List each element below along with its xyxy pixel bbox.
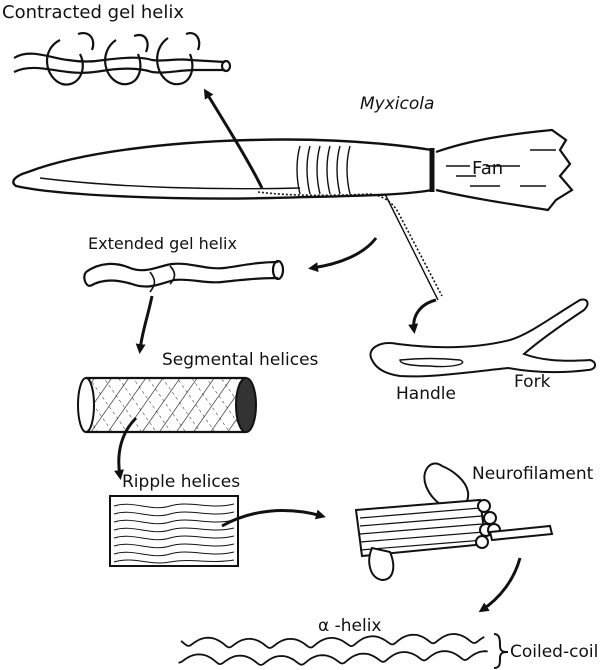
arrow-to-extended-helix xyxy=(312,238,376,268)
label-segmental-helices: Segmental helices xyxy=(162,352,318,369)
arrow-to-alpha-helix xyxy=(482,558,520,610)
myxicola-worm-body xyxy=(13,139,442,300)
label-extended-gel-helix: Extended gel helix xyxy=(88,236,237,252)
segmental-helices-cylinder xyxy=(78,378,256,432)
handle-fork-drawing xyxy=(370,300,595,377)
label-ripple-helices: Ripple helices xyxy=(122,474,240,491)
coiled-coil-brace xyxy=(494,634,508,668)
label-myxicola: Myxicola xyxy=(360,96,434,113)
label-handle: Handle xyxy=(396,386,456,403)
label-coiled-coil: Coiled-coil xyxy=(510,644,598,661)
label-fan: Fan xyxy=(472,160,503,178)
alpha-helix-strand xyxy=(179,651,488,665)
label-contracted-gel-helix: Contracted gel helix xyxy=(2,4,184,22)
label-fork: Fork xyxy=(514,374,550,391)
label-neurofilament: Neurofilament xyxy=(472,466,593,483)
arrow-to-handle-fork xyxy=(414,300,436,330)
ripple-helices-block xyxy=(110,496,238,566)
contracted-gel-helix xyxy=(14,33,230,84)
arrow-to-segmental-helices xyxy=(140,296,152,350)
fan xyxy=(436,130,572,210)
coiled-coil-drawing xyxy=(179,634,488,665)
extended-gel-helix xyxy=(84,261,283,292)
label-alpha-helix: α -helix xyxy=(318,618,381,635)
alpha-helix-strand xyxy=(181,634,484,648)
